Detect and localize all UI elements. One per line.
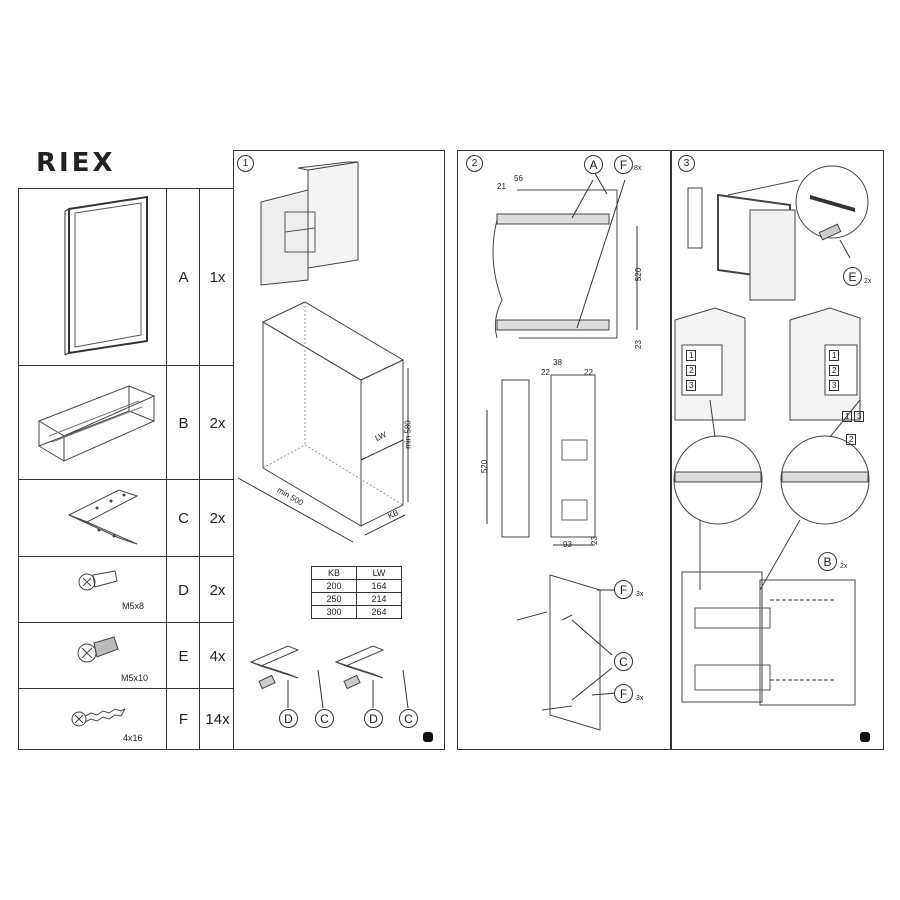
legend-step: 2	[686, 365, 697, 376]
basket-drawing	[37, 385, 156, 462]
table-cell: 200	[311, 579, 357, 593]
table-cell: 214	[356, 592, 402, 606]
part-letter: D	[166, 557, 200, 623]
part-caption: M5x8	[122, 601, 145, 611]
legend-step: 1	[686, 350, 697, 361]
legend-step: 1	[829, 350, 840, 361]
part-letter: B	[166, 366, 200, 480]
callout-f: F	[614, 684, 633, 703]
screw-f-image: 4x16	[19, 689, 166, 750]
frame-drawing	[64, 195, 148, 356]
callout-d: D	[279, 709, 298, 728]
part-letter: E	[166, 623, 200, 689]
brand-logo: RIEX	[36, 148, 116, 178]
table-header: KB	[311, 566, 357, 580]
callout-c: C	[399, 709, 418, 728]
parts-list: A 1x B 2x C 2x	[18, 188, 234, 750]
part-qty: 2x	[199, 557, 235, 623]
basket-image	[19, 366, 166, 480]
part-row-c: C 2x	[19, 479, 234, 557]
part-letter: C	[166, 480, 200, 557]
callout-a: A	[584, 155, 603, 174]
part-caption: M5x10	[121, 673, 149, 683]
screw-d-drawing	[78, 570, 118, 591]
table-header: LW	[356, 566, 402, 580]
callout-d: D	[364, 709, 383, 728]
step1-panel	[233, 150, 445, 750]
dim-height-label: min 580	[403, 420, 413, 449]
dim-label: 56	[514, 174, 523, 183]
step1-number: 1	[237, 155, 254, 172]
legend-step: 3	[686, 380, 697, 391]
callout-f-qty: 8x	[634, 165, 642, 172]
callout-f-qty: 3x	[636, 695, 644, 702]
bracket-image	[19, 480, 166, 557]
part-qty: 14x	[199, 689, 235, 750]
callout-b: B	[818, 552, 837, 571]
table-cell: 250	[311, 592, 357, 606]
screw-f-drawing	[71, 708, 126, 727]
callout-e-qty: 2x	[864, 278, 872, 285]
step1-drawing	[237, 161, 433, 742]
callout-b-qty: 2x	[840, 563, 848, 570]
dim-label: 23	[589, 536, 599, 545]
dim-label: 23	[633, 340, 643, 349]
step3-number: 3	[678, 155, 695, 172]
screw-e-image: M5x10	[19, 623, 166, 689]
frame-image	[19, 189, 166, 365]
callout-e: E	[843, 267, 862, 286]
part-qty: 2x	[199, 366, 235, 480]
callout-f-qty: 3x	[636, 591, 644, 598]
legend-small: 2	[846, 434, 857, 445]
part-caption: 4x16	[123, 733, 143, 743]
dim-label: 21	[497, 182, 506, 191]
callout-f: F	[614, 580, 633, 599]
table-cell: 164	[356, 579, 402, 593]
legend-small: 1	[842, 411, 853, 422]
part-row-e: M5x10 E 4x	[19, 622, 234, 689]
part-row-d: M5x8 D 2x	[19, 556, 234, 623]
part-letter: A	[166, 189, 200, 365]
step3-drawing	[673, 165, 870, 742]
part-letter: F	[166, 689, 200, 750]
part-row-b: B 2x	[19, 365, 234, 480]
dim-label: 520	[480, 459, 490, 474]
callout-c: C	[315, 709, 334, 728]
part-qty: 2x	[199, 480, 235, 557]
dim-label: 22	[584, 368, 593, 377]
bracket-drawing	[67, 489, 139, 545]
legend-step: 3	[829, 380, 840, 391]
step3-panel	[670, 150, 884, 750]
legend-small: 3	[854, 411, 865, 422]
callout-f: F	[614, 155, 633, 174]
table-cell: 300	[311, 605, 357, 619]
screw-d-image: M5x8	[19, 557, 166, 623]
dim-label: 520	[634, 267, 644, 282]
part-row-f: 4x16 F 14x	[19, 688, 234, 750]
part-qty: 1x	[199, 189, 235, 365]
dim-label: 38	[553, 358, 562, 367]
screw-e-drawing	[77, 636, 119, 663]
callout-c: C	[614, 652, 633, 671]
part-qty: 4x	[199, 623, 235, 689]
dim-label: 93	[563, 540, 572, 549]
part-row-a: A 1x	[19, 189, 234, 365]
step2-panel	[457, 150, 672, 750]
legend-step: 2	[829, 365, 840, 376]
table-cell: 264	[356, 605, 402, 619]
dim-label: 22	[541, 368, 550, 377]
step2-drawing	[486, 169, 638, 731]
logo-text: RIEX	[36, 148, 116, 178]
step2-number: 2	[466, 155, 483, 172]
